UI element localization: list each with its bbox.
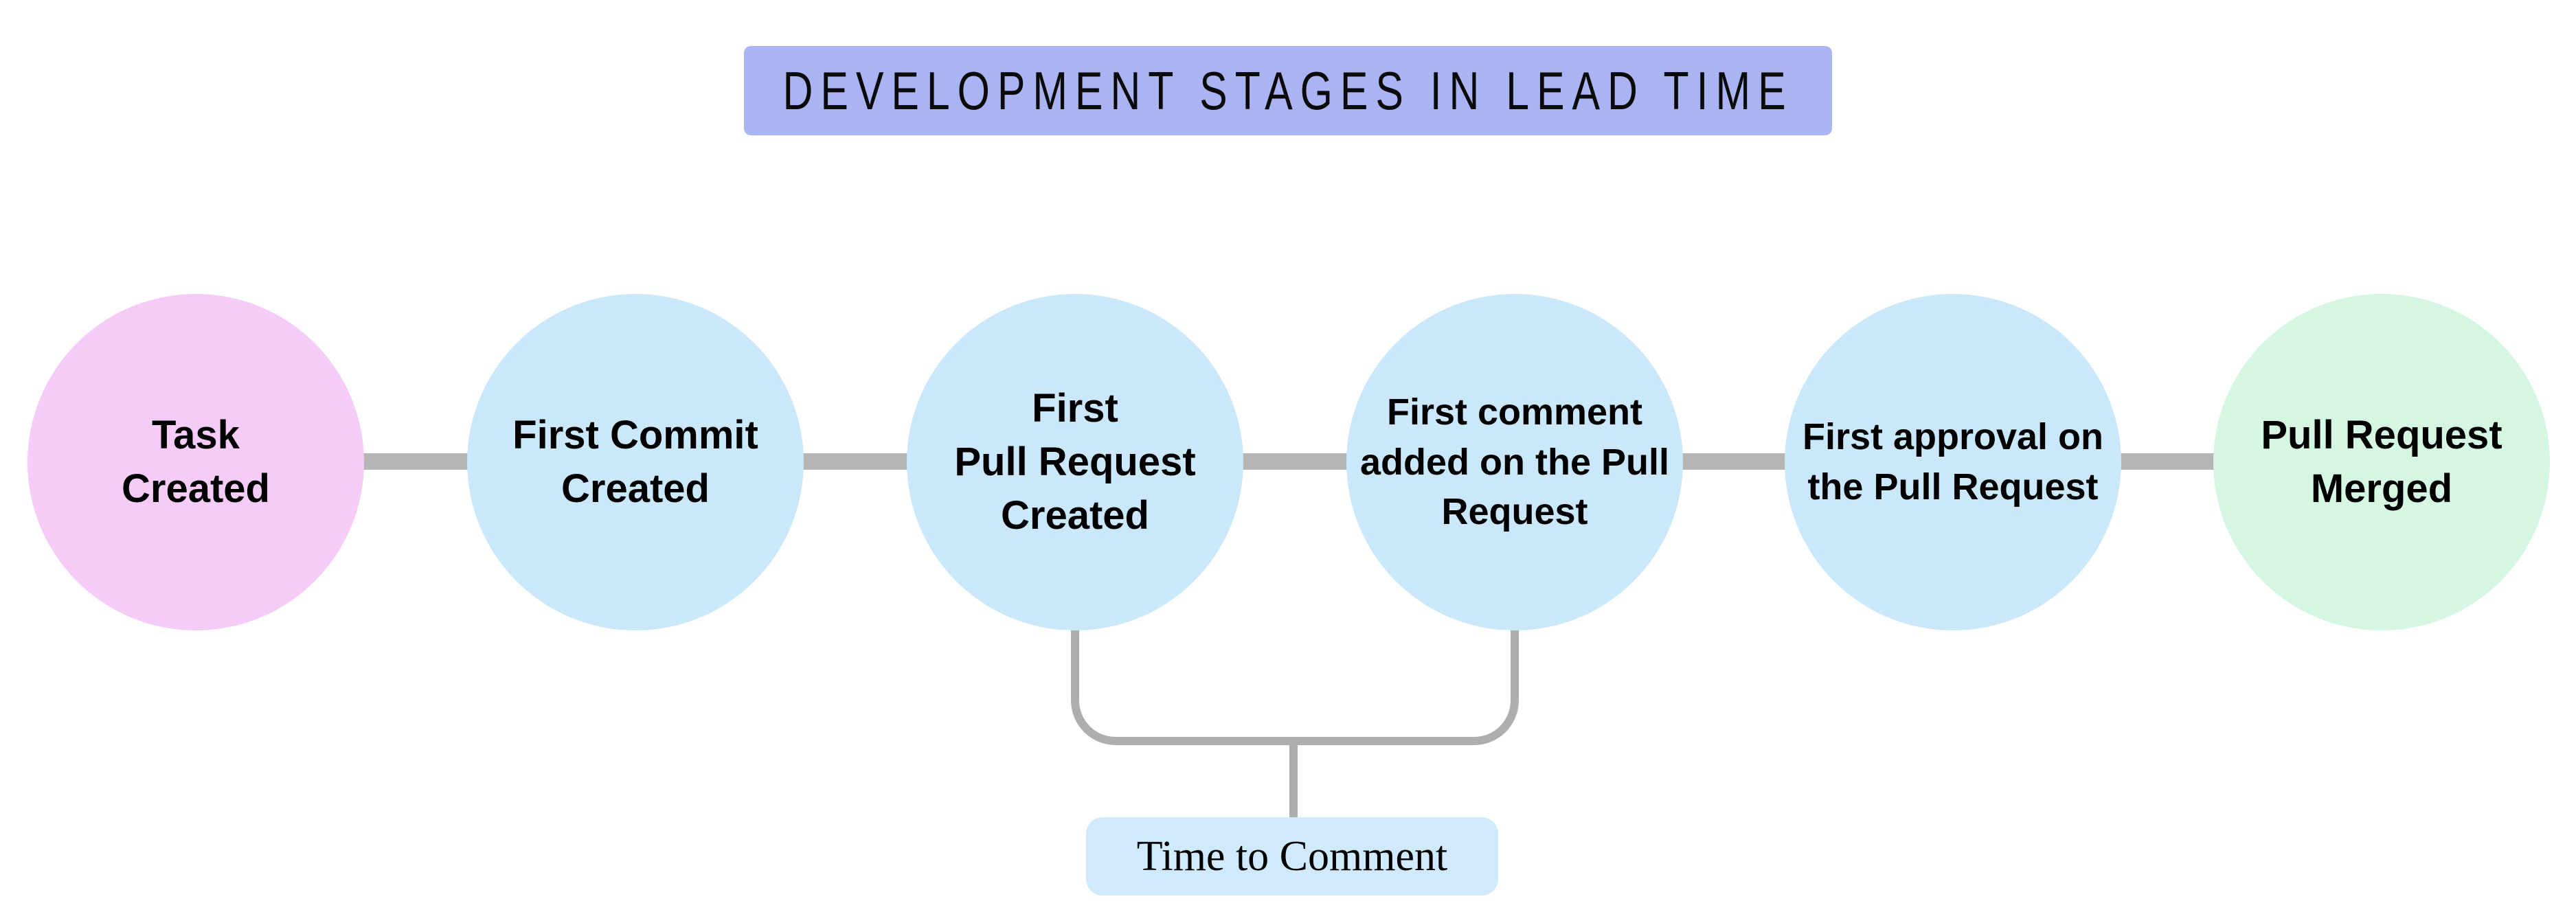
page-title: DEVELOPMENT STAGES IN LEAD TIME [782,60,1794,121]
stage-label: First Commit Created [512,412,758,511]
stage-node-first-approval: First approval on the Pull Request [1785,294,2121,630]
stage-label: First Pull Request Created [954,385,1196,538]
time-to-comment-stem [1289,737,1298,819]
stage-label: Pull Request Merged [2261,412,2502,511]
time-to-comment-bracket [1071,628,1519,745]
stage-node-task-created: Task Created [27,294,364,630]
time-to-comment-label: Time to Comment [1086,817,1498,896]
stage-node-first-commit-created: First Commit Created [467,294,804,630]
time-to-comment-text: Time to Comment [1136,832,1448,880]
stage-node-pull-request-merged: Pull Request Merged [2213,294,2550,630]
stage-node-first-pull-request-created: First Pull Request Created [907,294,1243,630]
title-banner: DEVELOPMENT STAGES IN LEAD TIME [744,46,1832,135]
stage-label: Task Created [122,412,270,511]
stage-label: First comment added on the Pull Request [1359,391,1669,533]
stage-node-first-comment-added: First comment added on the Pull Request [1346,294,1683,630]
stage-label: First approval on the Pull Request [1802,416,2104,508]
